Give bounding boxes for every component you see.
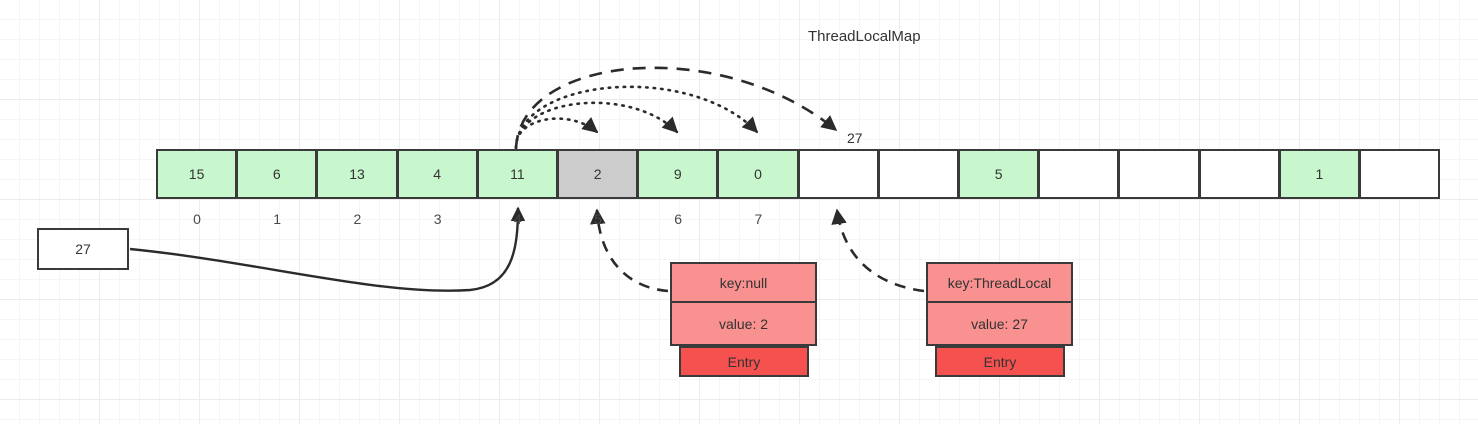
array-cell-14: 1	[1278, 149, 1360, 199]
array-cell-5: 2	[557, 149, 639, 199]
array-cell-10: 5	[958, 149, 1040, 199]
entry-type-label: Entry	[935, 346, 1065, 377]
array-cell-9	[877, 149, 959, 199]
curve-entry-threadlocal-to-index-8	[831, 208, 925, 293]
array-cell-15	[1359, 149, 1441, 199]
entry-card-null: key:null value: 2 Entry	[670, 262, 817, 377]
array-index-4: 4	[513, 211, 522, 227]
array-cell-7: 0	[717, 149, 799, 199]
entry-key-row: key:ThreadLocal	[926, 262, 1073, 303]
entry-card-threadlocal: key:ThreadLocal value: 27 Entry	[926, 262, 1073, 377]
probe-target-label: 27	[847, 130, 863, 146]
array-cell-0: 15	[156, 149, 238, 199]
array-cell-4: 11	[476, 149, 558, 199]
array-index-6: 6	[674, 211, 683, 227]
array-cell-3: 4	[396, 149, 478, 199]
arc-probe-to-index-5	[514, 117, 599, 150]
arc-probe-to-index-7	[514, 85, 759, 150]
array-cell-1: 6	[236, 149, 318, 199]
array-cell-13	[1198, 149, 1280, 199]
array-cell-11	[1038, 149, 1120, 199]
array-index-3: 3	[433, 211, 442, 227]
arc-probe-to-index-8	[514, 66, 838, 149]
hash-input-box: 27	[37, 228, 129, 270]
array-index-0: 0	[193, 211, 201, 227]
array-index-1: 1	[273, 211, 282, 227]
array-index-7: 7	[754, 211, 763, 227]
array-cell-6: 9	[637, 149, 719, 199]
entry-type-label: Entry	[679, 346, 809, 377]
entry-value-row: value: 2	[670, 303, 817, 346]
array-cell-12	[1118, 149, 1200, 199]
arc-probe-to-index-6	[514, 101, 679, 150]
array-index-5: 5	[594, 211, 602, 227]
array-cell-8	[797, 149, 879, 199]
entry-key-row: key:null	[670, 262, 817, 303]
entry-value-row: value: 27	[926, 303, 1073, 346]
array-cell-2: 13	[316, 149, 398, 199]
array-index-2: 2	[353, 211, 362, 227]
page-title: ThreadLocalMap	[808, 28, 921, 45]
